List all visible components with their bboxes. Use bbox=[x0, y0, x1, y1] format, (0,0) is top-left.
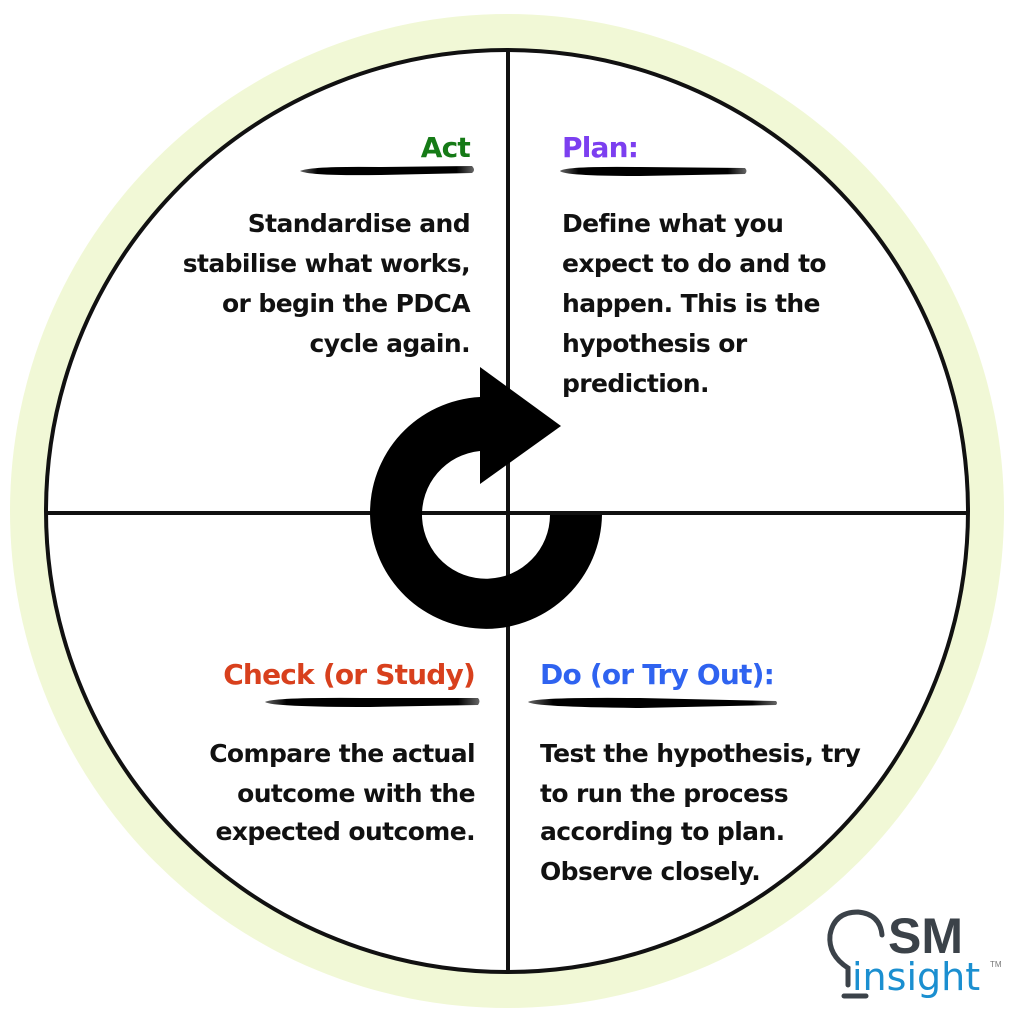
logo-sm-text: SM bbox=[888, 908, 963, 964]
clockwise-cycle-arrow-icon bbox=[370, 367, 602, 629]
logo-insight-text: insight bbox=[852, 955, 980, 999]
do-heading: Do (or Try Out): bbox=[540, 658, 774, 691]
quadrant-do: Do (or Try Out): Test the hypothesis, tr… bbox=[528, 658, 861, 886]
act-line: stabilise what works, bbox=[183, 249, 470, 278]
check-line: expected outcome. bbox=[216, 817, 475, 846]
check-line: Compare the actual bbox=[209, 739, 475, 768]
act-heading: Act bbox=[421, 131, 471, 164]
quadrant-check: Check (or Study) Compare the actual outc… bbox=[209, 658, 480, 846]
act-underline bbox=[300, 166, 474, 176]
do-line: Observe closely. bbox=[540, 857, 760, 886]
logo-trademark: TM bbox=[990, 960, 1002, 969]
plan-underline bbox=[560, 166, 747, 176]
check-underline bbox=[265, 697, 480, 707]
do-line: Test the hypothesis, try bbox=[540, 739, 861, 768]
plan-line: expect to do and to bbox=[562, 249, 826, 278]
plan-line: hypothesis or bbox=[562, 329, 748, 358]
act-line: cycle again. bbox=[310, 329, 470, 358]
do-line: to run the process bbox=[540, 779, 788, 808]
check-heading: Check (or Study) bbox=[223, 658, 475, 691]
plan-line: happen. This is the bbox=[562, 289, 820, 318]
act-line: Standardise and bbox=[248, 209, 470, 238]
plan-line: Define what you bbox=[562, 209, 783, 238]
do-underline bbox=[528, 697, 777, 708]
do-line: according to plan. bbox=[540, 817, 785, 846]
act-line: or begin the PDCA bbox=[222, 289, 471, 318]
plan-line: prediction. bbox=[562, 369, 709, 398]
check-line: outcome with the bbox=[237, 779, 475, 808]
plan-heading: Plan: bbox=[562, 131, 638, 164]
sm-insight-logo: SM insight TM bbox=[827, 908, 1002, 999]
lightbulb-icon bbox=[827, 909, 885, 988]
quadrant-plan: Plan: Define what you expect to do and t… bbox=[560, 131, 827, 398]
quadrant-act: Act Standardise and stabilise what works… bbox=[183, 131, 474, 358]
